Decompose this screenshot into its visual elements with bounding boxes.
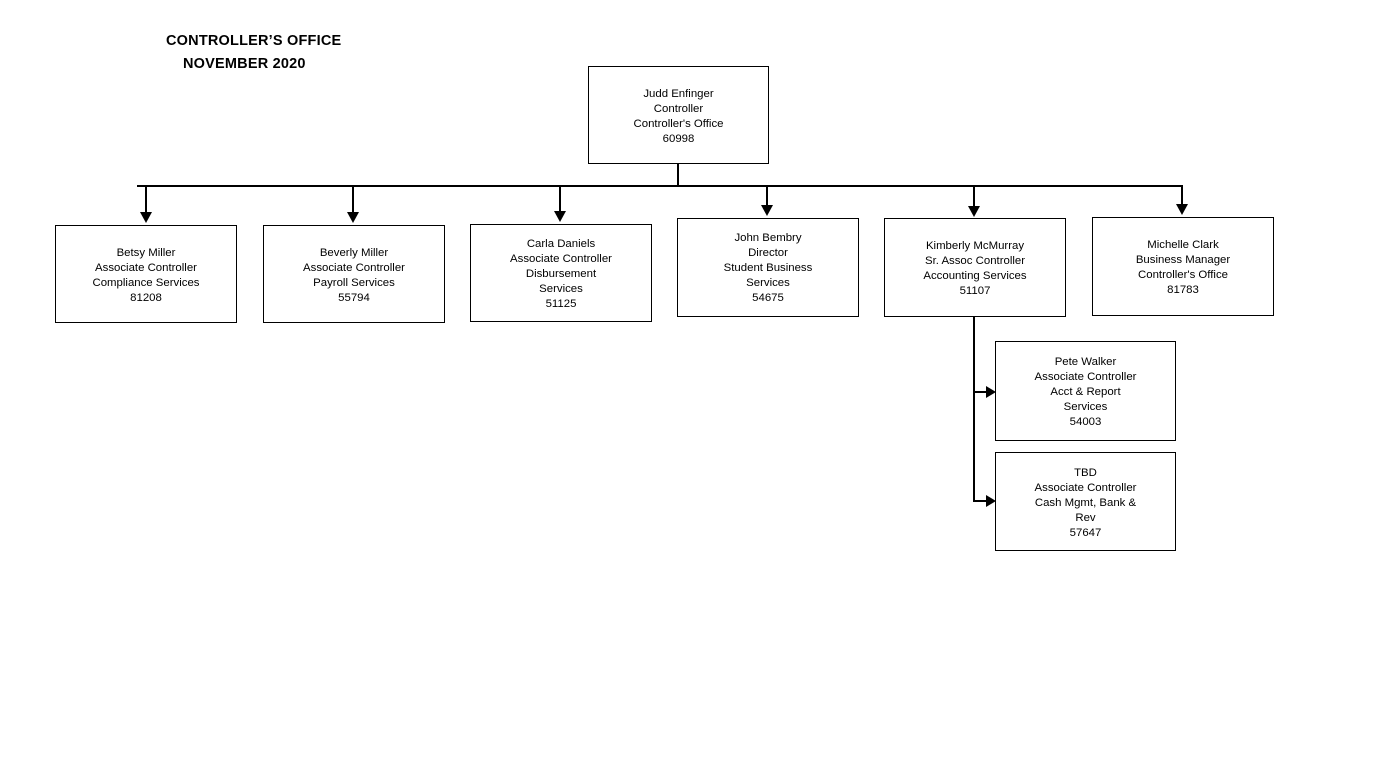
node-department-line-2: Services	[746, 276, 790, 289]
node-role: Associate Controller	[510, 252, 612, 265]
connector-kimberly-stem	[973, 317, 975, 502]
org-node-michelle-clark[interactable]: Michelle Clark Business Manager Controll…	[1092, 217, 1274, 316]
node-role: Controller	[653, 102, 704, 115]
node-extension: 54675	[752, 291, 784, 304]
arrowhead-4	[760, 205, 773, 216]
node-role: Associate Controller	[1034, 370, 1137, 383]
node-role: Business Manager	[1135, 253, 1231, 266]
org-node-pete-walker[interactable]: Pete Walker Associate Controller Acct & …	[995, 341, 1176, 441]
node-name: Judd Enfinger	[643, 88, 714, 100]
org-node-kimberly-mcmurray[interactable]: Kimberly McMurray Sr. Assoc Controller A…	[884, 218, 1066, 317]
node-extension: 81208	[130, 291, 162, 304]
arrowhead-1	[139, 212, 152, 223]
org-node-beverly-miller[interactable]: Beverly Miller Associate Controller Payr…	[263, 225, 445, 323]
org-node-john-bembry[interactable]: John Bembry Director Student Business Se…	[677, 218, 859, 317]
connector-drop-5	[973, 185, 975, 207]
node-name: TBD	[1074, 467, 1097, 479]
node-department: Controller's Office	[633, 117, 724, 130]
org-node-root[interactable]: Judd Enfinger Controller Controller's Of…	[588, 66, 769, 164]
node-department-line-2: Rev	[1075, 511, 1096, 524]
node-extension: 57647	[1069, 526, 1102, 539]
node-extension: 81783	[1167, 283, 1199, 296]
arrowhead-2	[346, 212, 359, 223]
node-department-line-1: Cash Mgmt, Bank &	[1034, 496, 1137, 509]
node-name: John Bembry	[734, 232, 802, 244]
node-department: Accounting Services	[923, 269, 1027, 282]
node-role: Associate Controller	[95, 261, 197, 274]
node-department-line-1: Acct & Report	[1050, 385, 1121, 398]
node-role: Associate Controller	[303, 261, 405, 274]
connector-to-tbd	[973, 500, 987, 502]
node-department-line-1: Disbursement	[525, 267, 597, 280]
node-name: Michelle Clark	[1147, 239, 1219, 251]
org-node-carla-daniels[interactable]: Carla Daniels Associate Controller Disbu…	[470, 224, 652, 322]
connector-drop-3	[559, 185, 561, 212]
chart-title-line-2: NOVEMBER 2020	[183, 56, 306, 72]
arrowhead-6	[1175, 204, 1188, 215]
connector-drop-6	[1181, 185, 1183, 206]
node-department-line-2: Services	[1063, 400, 1108, 413]
node-name: Carla Daniels	[526, 238, 596, 250]
node-extension: 60998	[662, 132, 695, 145]
arrowhead-3	[553, 211, 566, 222]
node-department: Compliance Services	[92, 276, 200, 289]
node-department-line-2: Services	[539, 282, 583, 295]
node-role: Director	[748, 246, 788, 259]
node-name: Beverly Miller	[319, 247, 389, 259]
connector-to-pete-walker	[973, 391, 987, 393]
node-name: Pete Walker	[1054, 356, 1117, 368]
node-extension: 51125	[545, 297, 577, 310]
chart-title-line-1: CONTROLLER’S OFFICE	[166, 33, 342, 49]
node-department: Controller's Office	[1138, 268, 1228, 281]
node-extension: 55794	[338, 291, 370, 304]
connector-drop-1	[145, 185, 147, 213]
node-name: Kimberly McMurray	[925, 240, 1025, 252]
node-department-line-1: Student Business	[723, 261, 813, 274]
node-role: Associate Controller	[1034, 481, 1137, 494]
connector-root-stem	[677, 164, 679, 187]
node-extension: 51107	[959, 284, 991, 297]
connector-drop-4	[766, 185, 768, 206]
node-name: Betsy Miller	[116, 247, 176, 259]
connector-horizontal-bus	[137, 185, 1183, 187]
arrowhead-pete-walker	[986, 386, 996, 398]
org-node-betsy-miller[interactable]: Betsy Miller Associate Controller Compli…	[55, 225, 237, 323]
org-node-tbd[interactable]: TBD Associate Controller Cash Mgmt, Bank…	[995, 452, 1176, 551]
node-role: Sr. Assoc Controller	[924, 254, 1026, 267]
arrowhead-tbd	[986, 495, 996, 507]
connector-drop-2	[352, 185, 354, 213]
node-extension: 54003	[1069, 415, 1102, 428]
node-department: Payroll Services	[313, 276, 395, 289]
arrowhead-5	[967, 206, 980, 217]
